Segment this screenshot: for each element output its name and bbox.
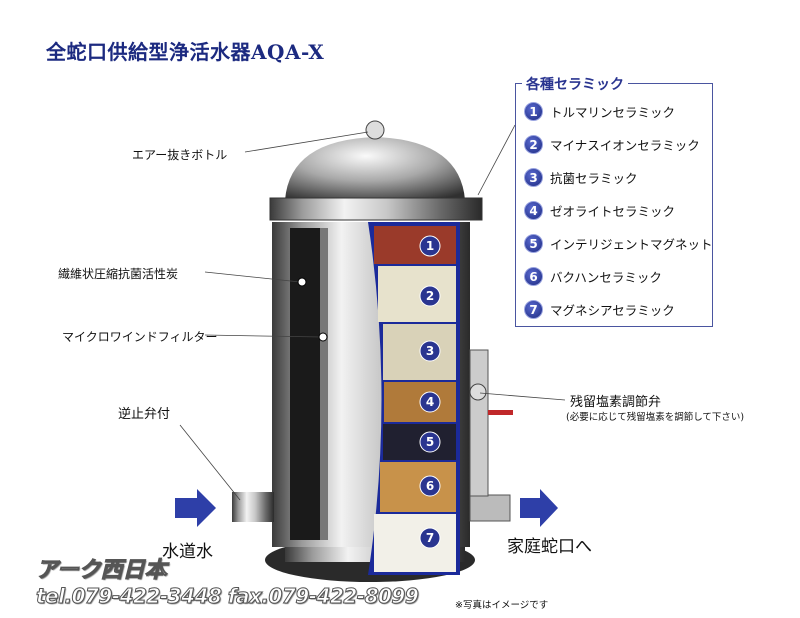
- outlet-arrow-icon: [520, 489, 558, 527]
- inlet-label: 水道水: [162, 542, 213, 562]
- svg-text:5: 5: [426, 435, 434, 449]
- layer-number-badges: 1 2 3 4 5 6 7: [419, 235, 441, 549]
- number-badge-icon: 7: [524, 300, 543, 319]
- legend-title: 各種セラミック: [522, 74, 628, 94]
- outlet-pipe: [469, 494, 511, 522]
- air-vent-bolt: [365, 120, 385, 140]
- legend-item: 6 バクハンセラミック: [524, 267, 662, 286]
- badge-6: 6: [419, 475, 441, 497]
- legend-item-label: ゼオライトセラミック: [550, 204, 676, 219]
- legend-item: 5 インテリジェントマグネット: [524, 234, 713, 253]
- badge-2: 2: [419, 285, 441, 307]
- chlorine-valve-label: 残留塩素調節弁: [570, 395, 662, 410]
- layer-1: [374, 226, 456, 264]
- air-vent-label: エアー抜きボトル: [132, 148, 228, 162]
- company-name: アーク西日本: [36, 558, 168, 584]
- inlet-pipe: [232, 492, 274, 522]
- dome-lid: [285, 137, 465, 200]
- svg-text:7: 7: [426, 531, 434, 545]
- badge-7: 7: [419, 527, 441, 549]
- number-badge-icon: 3: [524, 168, 543, 187]
- bypass-pipe: [469, 349, 489, 497]
- valve-lever: [488, 410, 513, 415]
- legend-item-label: トルマリンセラミック: [550, 105, 676, 120]
- inlet-arrow-icon: [175, 489, 216, 527]
- carbon-marker: [297, 277, 307, 287]
- svg-text:4: 4: [426, 395, 434, 409]
- svg-text:1: 1: [426, 239, 434, 253]
- badge-4: 4: [419, 391, 441, 413]
- layer-2: [378, 266, 456, 322]
- company-contact: tel.079-422-3448 fax.079-422-8099: [35, 584, 419, 609]
- svg-text:3: 3: [426, 344, 434, 358]
- badge-3: 3: [419, 340, 441, 362]
- badge-5: 5: [419, 431, 441, 453]
- chlorine-note: (必要に応じて残留塩素を調節して下さい): [566, 412, 745, 423]
- legend-item: 1 トルマリンセラミック: [524, 102, 675, 121]
- outlet-label: 家庭蛇口へ: [507, 537, 592, 557]
- microwind-layer: [320, 228, 328, 540]
- badge-1: 1: [419, 235, 441, 257]
- ceramic-layers: [374, 226, 456, 572]
- flange: [269, 197, 483, 221]
- number-badge-icon: 2: [524, 135, 543, 154]
- microwind-marker: [318, 332, 328, 342]
- legend-item-label: マイナスイオンセラミック: [550, 138, 700, 153]
- legend-item-label: バクハンセラミック: [550, 270, 662, 285]
- legend-item-label: マグネシアセラミック: [550, 303, 675, 318]
- photo-note: ※写真はイメージです: [455, 600, 549, 611]
- carbon-label: 繊維状圧縮抗菌活性炭: [58, 267, 179, 281]
- microwind-label: マイクロワインドフィルター: [62, 330, 218, 344]
- svg-text:6: 6: [426, 479, 434, 493]
- legend-item: 2 マイナスイオンセラミック: [524, 135, 700, 154]
- number-badge-icon: 1: [524, 102, 543, 121]
- legend-item: 4 ゼオライトセラミック: [524, 201, 675, 220]
- ceramic-legend: 各種セラミック 1 トルマリンセラミック 2 マイナスイオンセラミック 3 抗菌セラミ…: [515, 74, 713, 327]
- check-valve-label: 逆止弁付: [118, 407, 171, 422]
- legend-item-label: インテリジェントマグネット: [550, 237, 713, 252]
- leader-lines: [179, 124, 566, 501]
- number-badge-icon: 6: [524, 267, 543, 286]
- layer-7: [374, 514, 456, 572]
- number-badge-icon: 4: [524, 201, 543, 220]
- chlorine-valve: [469, 383, 487, 401]
- carbon-layer: [290, 228, 320, 540]
- page-title: 全蛇口供給型浄活水器AQA-X: [46, 40, 325, 64]
- legend-item: 3 抗菌セラミック: [524, 168, 638, 187]
- layer-6: [380, 462, 456, 512]
- legend-item: 7 マグネシアセラミック: [524, 300, 675, 319]
- layer-3: [383, 324, 456, 380]
- number-badge-icon: 5: [524, 234, 543, 253]
- legend-item-label: 抗菌セラミック: [550, 171, 638, 186]
- svg-text:2: 2: [426, 289, 434, 303]
